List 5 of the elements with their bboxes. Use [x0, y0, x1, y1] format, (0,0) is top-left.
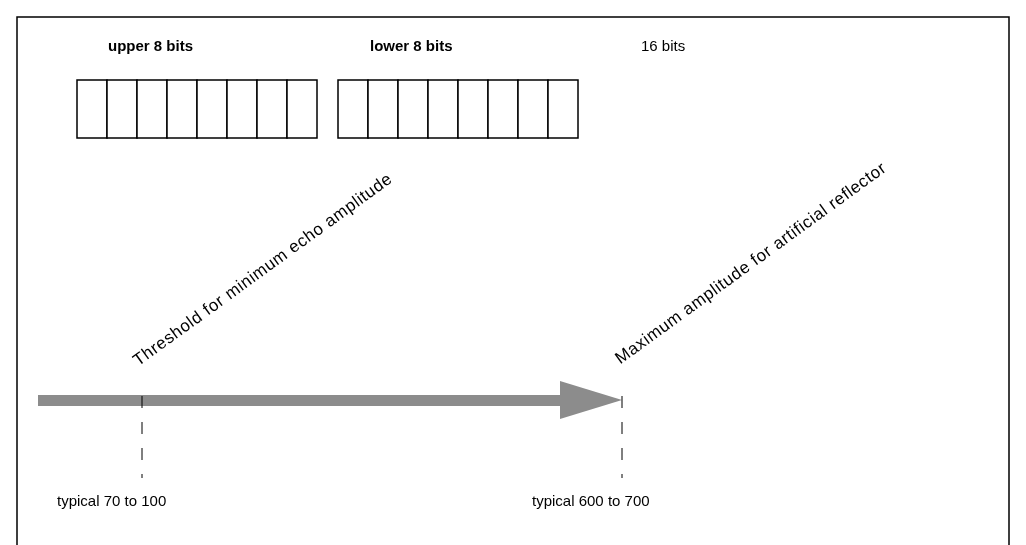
register-label: lower 8 bits [370, 38, 453, 53]
bit-count-label: 16 bits [641, 38, 686, 53]
value-range-label: typical 70 to 100 [57, 493, 167, 508]
register-label: upper 8 bits [108, 38, 193, 53]
value-range-label: typical 600 to 700 [532, 493, 650, 508]
